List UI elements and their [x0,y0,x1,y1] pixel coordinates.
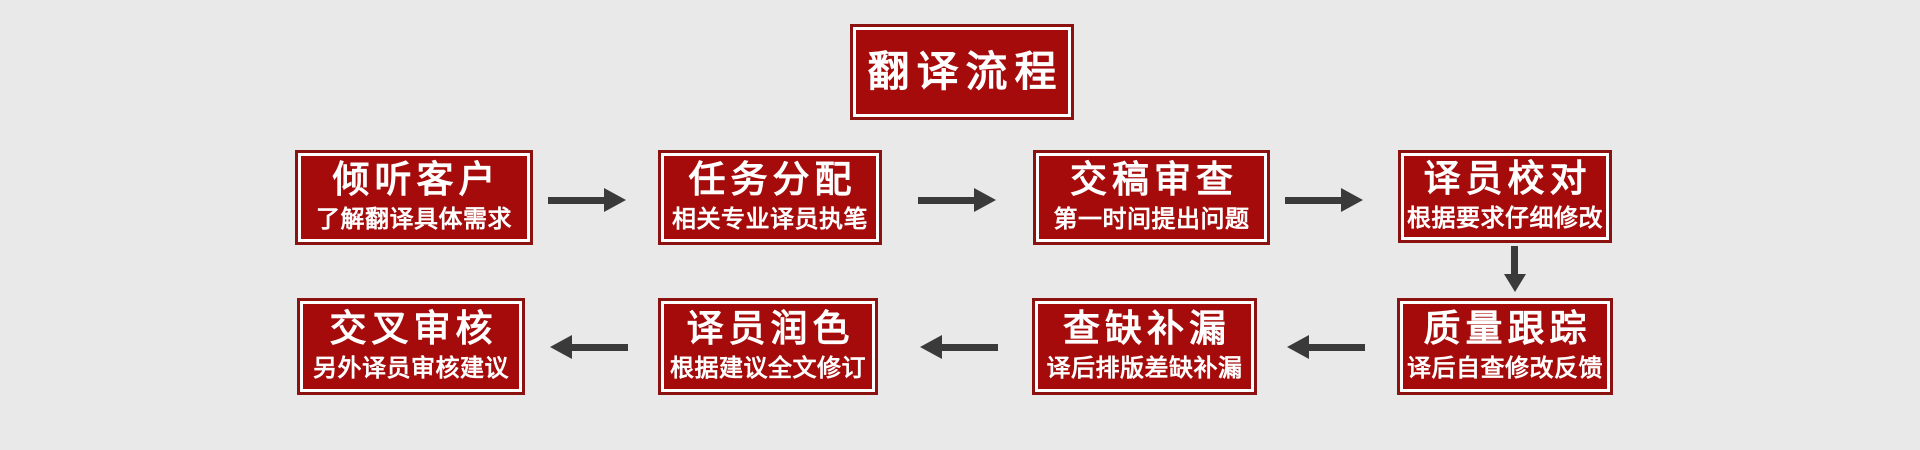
page-title: 翻译流程 [867,48,1064,95]
arrow-down-icon [1497,246,1533,294]
flow-step-gap-filling: 查缺补漏 译后排版差缺补漏 [1032,298,1257,395]
step-subtitle: 了解翻译具体需求 [316,206,512,234]
flow-step-draft-review: 交稿审查 第一时间提出问题 [1033,150,1270,245]
step-subtitle: 另外译员审核建议 [313,355,509,383]
step-title: 译员校对 [1423,158,1592,200]
step-subtitle: 译后排版差缺补漏 [1046,355,1243,383]
page-title-box: 翻译流程 [850,24,1074,120]
step-subtitle: 相关专业译员执笔 [672,206,868,234]
flow-step-quality-tracking: 质量跟踪 译后自查修改反馈 [1397,298,1613,395]
arrow-right-icon [918,182,998,218]
arrow-right-icon [1285,182,1365,218]
step-title: 交叉审核 [329,308,498,350]
step-title: 质量跟踪 [1423,308,1592,350]
step-title: 交稿审查 [1070,159,1238,201]
flow-step-cross-review: 交叉审核 另外译员审核建议 [297,298,525,395]
arrow-left-icon [1285,329,1365,365]
arrow-right-icon [548,182,628,218]
flow-step-listen-to-client: 倾听客户 了解翻译具体需求 [295,150,533,245]
step-title: 查缺补漏 [1063,308,1231,350]
step-subtitle: 根据建议全文修订 [670,355,866,383]
step-subtitle: 第一时间提出问题 [1053,206,1250,234]
step-subtitle: 译后自查修改反馈 [1407,355,1603,383]
flow-step-task-assignment: 任务分配 相关专业译员执笔 [658,150,882,245]
flow-step-translator-proofreading: 译员校对 根据要求仔细修改 [1398,150,1612,243]
step-subtitle: 根据要求仔细修改 [1407,205,1603,233]
step-title: 译员润色 [686,308,855,350]
flow-step-translator-polishing: 译员润色 根据建议全文修订 [658,298,878,395]
step-title: 倾听客户 [332,159,501,201]
arrow-left-icon [918,329,998,365]
arrow-left-icon [548,329,628,365]
step-title: 任务分配 [688,159,857,201]
